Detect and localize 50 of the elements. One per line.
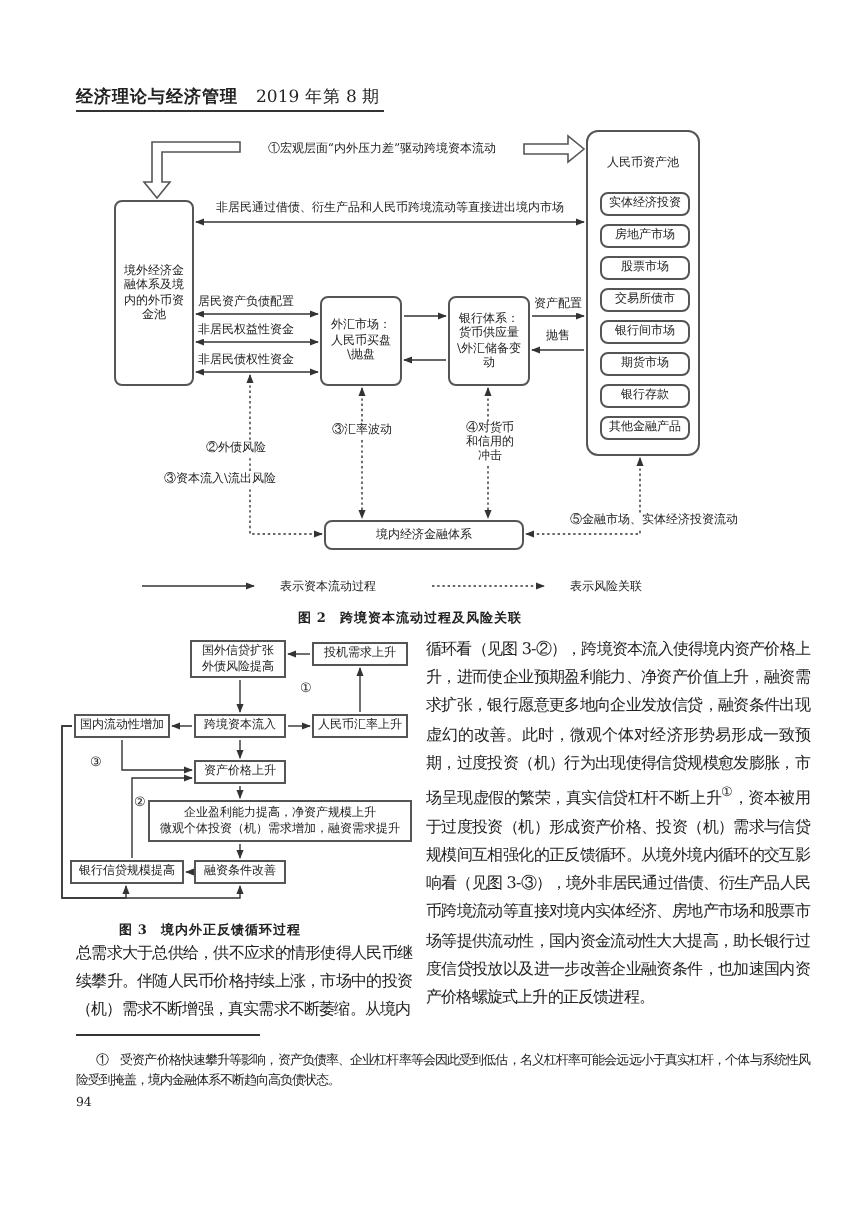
market-box [320,296,402,386]
arrow [236,679,244,713]
process-box [194,714,286,738]
arrow [531,312,585,320]
process-box [190,640,286,678]
process-box [148,800,412,842]
body-paragraph: 总需求大于总供给，供不应求的情形使得人民币继续攀升。伴随人民币价格持续上涨，市场中的投资（机）需求不断增强，真实需求不断萎缩。从境内 [76,942,412,1023]
arrow [287,722,311,730]
arrow [61,725,244,899]
arrow [195,338,319,346]
arrow [356,667,364,713]
arrow [403,312,447,320]
arrow [185,868,195,876]
asset-pool-panel [586,130,700,456]
dotted-arrow [246,374,323,538]
dotted-arrow [358,387,366,519]
arrow [195,368,319,376]
process-box [74,714,170,738]
arrow [236,785,244,799]
market-box [600,256,691,281]
arrow [236,739,244,759]
arrow [121,739,193,774]
system-box [324,520,524,550]
system-box [448,296,530,386]
market-box [600,320,691,345]
market-box [600,192,691,217]
arrow [287,650,311,658]
market-box [600,224,691,249]
arrow [131,774,193,859]
dotted-arrow [525,457,644,538]
arrow [403,356,447,364]
market-box [600,416,691,441]
running-header: 经济理论与经济管理 2019 年第 8 期 [76,88,385,112]
body-paragraph: 循环看（见图 3-②），跨境资本流入使得境内资产价格上升，进而使企业预期盈利能力、净资产价值上升，融资需求扩张，银行愿意更多地向企业发放信贷，融资条件出现虚幻的改善。此时，微观个体对经济形势易形成一致预期，过度投资（机）行为出现使得信贷规模愈发膨胀，市场呈现虚假的繁荣，真实信贷杠杆不断上升$^{①}$，资本被用于过度投资（机）形成资产价格、投资（机）需求与信贷规模间互相强化的正反馈循环。从境外境内循环的交互影响看（见图 3-③），境外非居民通过借债、衍生产品人民币跨境流动等直接对境内实体经济、房地产市场和股票市场等提供流动性，国内资金流动性大大提高，助长银行过度信贷投放以及进一步改善企业融资条件，也加速国内资产价格螺旋式上升的正反馈进程。 [426,638,810,1011]
system-box [114,200,194,386]
market-box [600,352,691,377]
process-box [194,860,286,884]
arrow [236,843,244,859]
process-box [70,860,184,884]
arrow [195,310,319,318]
block-arrow [142,141,241,200]
arrow [171,722,193,730]
process-box [312,642,408,666]
market-box [600,384,691,409]
process-box [194,760,286,784]
arrow [195,218,585,226]
process-box [312,714,408,738]
arrow [531,346,585,354]
block-arrow [523,134,586,164]
market-box [600,288,691,313]
